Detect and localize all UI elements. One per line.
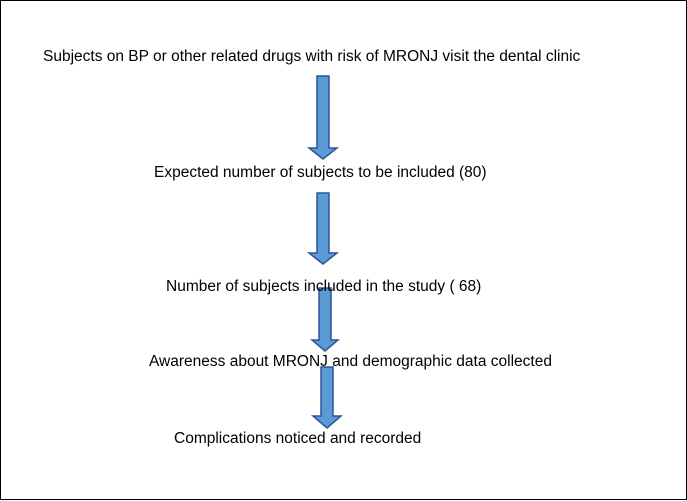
arrow-down-1 [306, 75, 340, 160]
step-5-label: Complications noticed and recorded [174, 430, 422, 447]
step-1-label: Subjects on BP or other related drugs wi… [43, 48, 581, 65]
arrow-down-3 [309, 287, 341, 352]
arrow-down-4 [310, 366, 344, 429]
step-4-label: Awareness about MRONJ and demographic da… [149, 353, 552, 370]
step-3-label: Number of subjects included in the study… [166, 278, 482, 295]
arrow-down-2 [306, 192, 340, 265]
step-2-label: Expected number of subjects to be includ… [154, 164, 487, 181]
